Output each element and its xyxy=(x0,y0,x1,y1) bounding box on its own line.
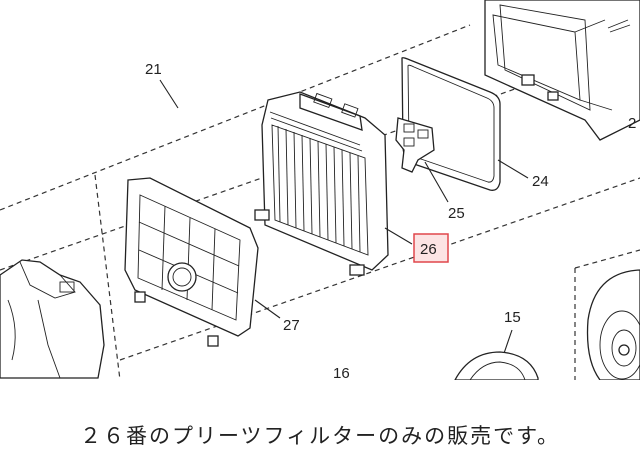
part-2-label: 2 xyxy=(628,115,636,132)
part-21-label: 21 xyxy=(145,61,162,78)
housing-cover-part: 2 xyxy=(484,0,640,141)
part-26-highlight-box xyxy=(413,233,449,263)
caption-text: ２６番のプリーツフィルターのみの販売です。 xyxy=(79,424,561,448)
part-16-label: 16 xyxy=(333,365,350,380)
part-27-label: 27 xyxy=(283,317,300,334)
part-26-pleated-filter: 26 xyxy=(254,91,449,276)
exploded-parts-diagram: 21 2 24 25 xyxy=(0,0,640,380)
part-27-prefilter: 27 xyxy=(124,177,300,347)
part-15-label: 15 xyxy=(504,309,521,326)
part-24-label: 24 xyxy=(532,173,549,190)
part-26-label: 26 xyxy=(420,241,437,258)
part-25-clip: 25 xyxy=(395,117,465,222)
engine-housing-part xyxy=(0,259,105,379)
part-25-label: 25 xyxy=(448,205,465,222)
pleat-lines xyxy=(269,111,363,253)
assembly-boundary-lines xyxy=(0,24,640,380)
part-15-component: 15 xyxy=(454,309,539,380)
part-21-callout: 21 xyxy=(145,61,179,109)
fan-wheel-part xyxy=(586,269,640,380)
